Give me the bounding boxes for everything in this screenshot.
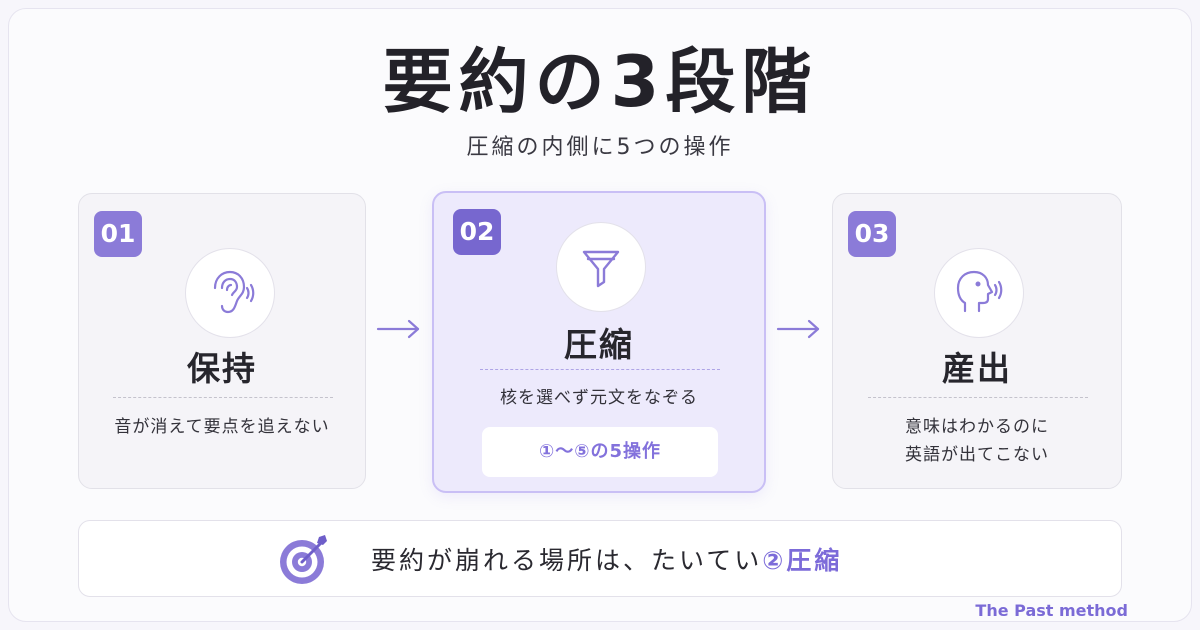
step-description: 核を選べず元文をなぞる	[500, 388, 698, 408]
speaking-head-icon	[956, 270, 1003, 313]
dashed-divider	[480, 369, 720, 370]
step-card-hold: 01 保持 音が消えて要点を追えない	[78, 193, 366, 489]
step-description-line: 英語が出てこない	[905, 445, 1049, 465]
summary-accent: ②圧縮	[762, 546, 843, 575]
step-description: 意味はわかるのに 英語が出てこない	[833, 413, 1121, 469]
step-title: 圧縮	[564, 325, 634, 364]
step-title: 保持	[187, 349, 257, 388]
summary-text-main: 要約が崩れる場所は、たいてい	[371, 546, 763, 575]
dashed-divider	[113, 397, 333, 398]
arrow-right-icon	[376, 319, 420, 339]
funnel-icon	[582, 250, 620, 288]
step-icon-circle	[934, 248, 1024, 338]
step-number-badge: 01	[94, 211, 142, 257]
target-icon	[280, 535, 327, 584]
step-title: 産出	[942, 349, 1012, 388]
step-number-badge: 02	[453, 209, 501, 255]
step-number-badge: 03	[848, 211, 896, 257]
brand-label: The Past method	[975, 601, 1128, 620]
step-description-line: 意味はわかるのに	[905, 417, 1049, 437]
arrow-right-icon	[776, 319, 820, 339]
step-icon-circle	[185, 248, 275, 338]
step-card-produce: 03 産出 意味はわかるのに 英語が出てこない	[832, 193, 1122, 489]
page-title: 要約の3段階	[382, 41, 818, 123]
step-card-compress: 02 圧縮 核を選べず元文をなぞる ①〜⑤の5操作	[432, 191, 766, 493]
step-icon-circle	[556, 222, 646, 312]
ear-icon	[213, 270, 255, 314]
operations-pill: ①〜⑤の5操作	[482, 427, 718, 477]
summary-text: 要約が崩れる場所は、たいてい②圧縮	[371, 541, 842, 577]
dashed-divider	[868, 397, 1088, 398]
step-description: 音が消えて要点を追えない	[114, 417, 330, 437]
summary-banner: 要約が崩れる場所は、たいてい②圧縮	[78, 520, 1122, 597]
page-subtitle: 圧縮の内側に5つの操作	[466, 135, 734, 160]
